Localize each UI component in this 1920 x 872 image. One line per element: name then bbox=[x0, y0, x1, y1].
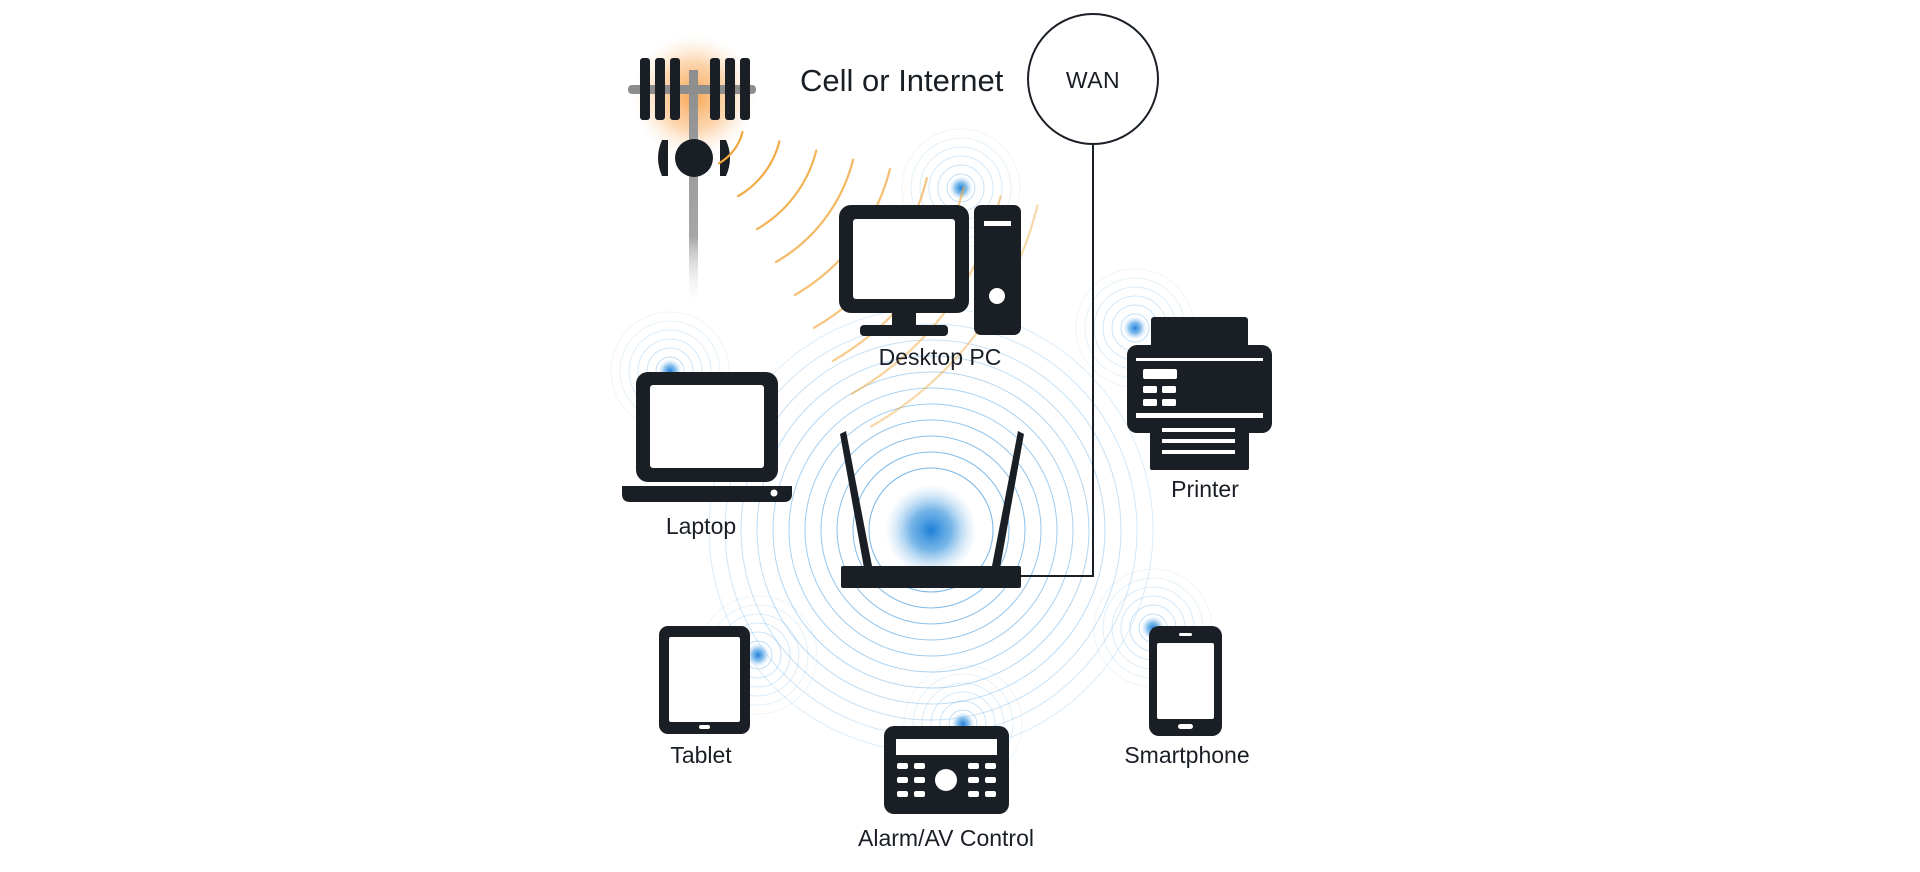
device-wifi-dot bbox=[949, 176, 973, 200]
cell-tower-icon bbox=[628, 34, 756, 308]
device-wifi-ring bbox=[946, 173, 976, 203]
router-wifi-ring bbox=[740, 339, 1122, 721]
cell-signal-arc bbox=[717, 131, 744, 165]
desktop-pc-label: Desktop PC bbox=[879, 344, 1002, 370]
device-wifi-dot bbox=[746, 643, 770, 667]
router-wifi-ring bbox=[804, 403, 1058, 657]
router-wifi-ring bbox=[852, 451, 1010, 609]
wan-node: WAN bbox=[1027, 13, 1159, 145]
printer-icon bbox=[1127, 317, 1272, 470]
router-wifi-core bbox=[885, 484, 977, 576]
router-wifi-ring bbox=[868, 467, 994, 593]
printer-label: Printer bbox=[1171, 476, 1239, 502]
router-wifi-rings bbox=[708, 307, 1154, 753]
alarm-av-label: Alarm/AV Control bbox=[858, 825, 1034, 851]
desktop-pc-icon bbox=[839, 205, 1021, 336]
device-wifi-ring bbox=[1120, 313, 1150, 343]
router-wifi-ring bbox=[756, 355, 1106, 705]
tablet-label: Tablet bbox=[670, 742, 732, 768]
router-wifi-ring bbox=[820, 419, 1042, 641]
wifi-router-icon bbox=[840, 431, 1024, 588]
router-wifi-ring bbox=[788, 387, 1074, 673]
tablet-icon bbox=[659, 626, 750, 734]
cell-signal-arc bbox=[736, 140, 781, 198]
wan-connection-line bbox=[1020, 144, 1094, 577]
cell-signal-arc bbox=[755, 149, 818, 231]
router-wifi-ring bbox=[772, 371, 1090, 689]
router-wifi-ring bbox=[836, 435, 1026, 625]
smartphone-icon bbox=[1149, 626, 1222, 736]
laptop-icon bbox=[622, 372, 792, 502]
cell-internet-label: Cell or Internet bbox=[800, 63, 1004, 98]
cell-signal-arc bbox=[774, 158, 855, 264]
alarm-panel-icon bbox=[884, 726, 1009, 814]
device-wifi-dot bbox=[1123, 316, 1147, 340]
wan-label: WAN bbox=[1066, 67, 1120, 93]
laptop-label: Laptop bbox=[666, 513, 736, 539]
smartphone-label: Smartphone bbox=[1124, 742, 1249, 768]
